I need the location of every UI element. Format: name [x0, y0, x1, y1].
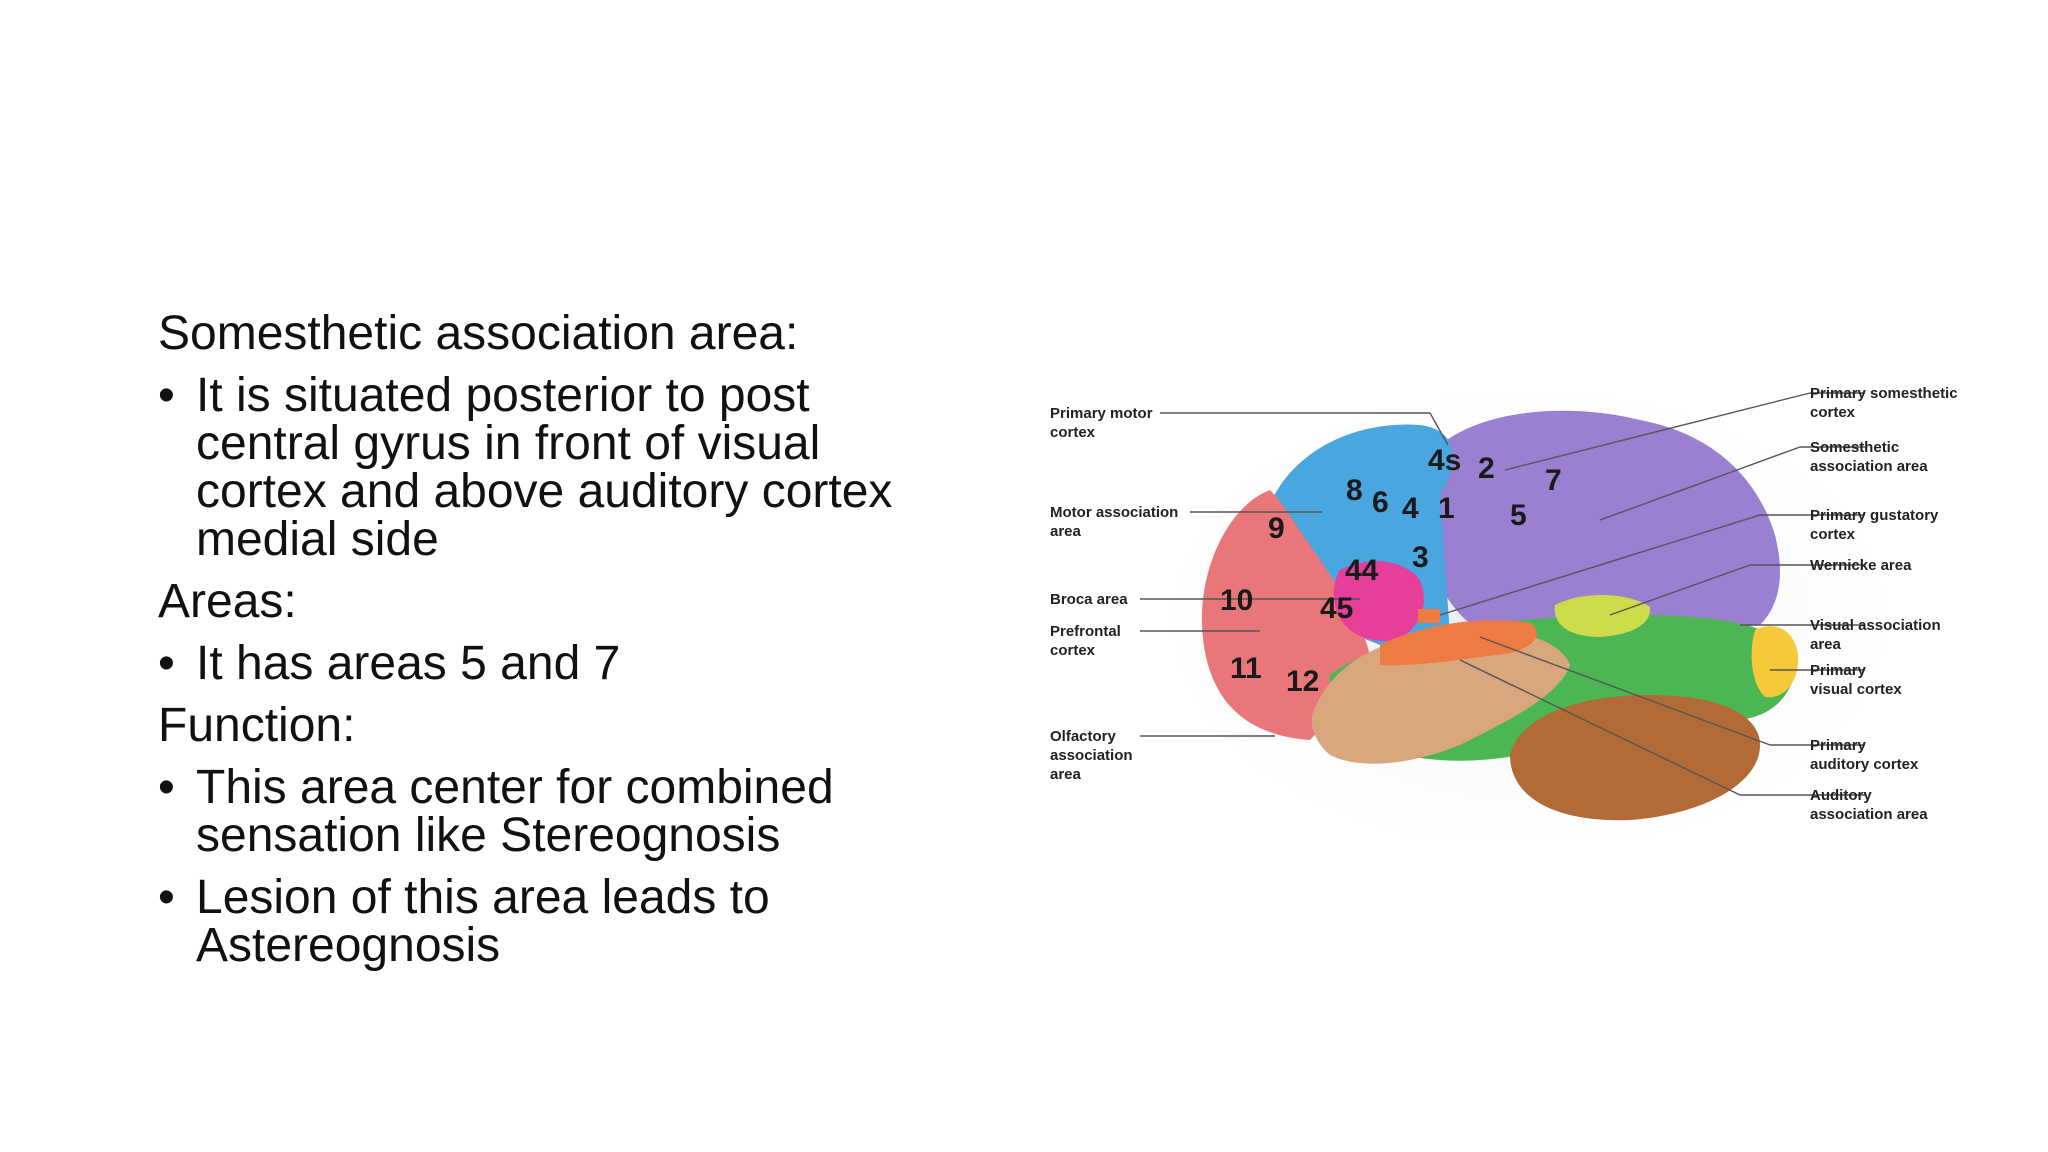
region-visual [1751, 626, 1799, 698]
bullet-dot: • [158, 761, 175, 814]
leader-primary-auditory [1479, 636, 1771, 746]
bullet-dot: • [158, 637, 175, 690]
label-visual-assoc: Visual association area [1810, 617, 1945, 653]
region-temporal [1311, 629, 1570, 764]
region-gustatory [1418, 609, 1440, 623]
area-number-4s: 4s [1428, 444, 1461, 477]
bullet-text: This area center for combined sensation … [196, 761, 834, 862]
bullet-list-areas: • It has areas 5 and 7 [158, 640, 918, 688]
label-somesthetic-assoc: Somesthetic association area [1810, 439, 1928, 475]
label-prefrontal: Prefrontal cortex [1050, 623, 1125, 659]
region-cerebellum [1510, 695, 1760, 821]
area-number-6: 6 [1372, 486, 1389, 519]
leader-auditory-assoc [1459, 659, 1741, 796]
area-number-5: 5 [1510, 499, 1527, 532]
area-number-45: 45 [1320, 592, 1353, 625]
region-parietal [1440, 410, 1780, 651]
area-number-2: 2 [1478, 452, 1495, 485]
label-wernicke: Wernicke area [1810, 557, 1912, 574]
area-number-9: 9 [1268, 512, 1285, 545]
leader-primary-somesthetic [1504, 392, 1811, 471]
brain-diagram-svg: Primary motor cortex Motor association a… [1050, 385, 1962, 840]
bullet-text: Lesion of this area leads to Astereognos… [196, 871, 770, 972]
bullet-location: • It is situated posterior to post centr… [158, 372, 918, 564]
region-prefrontal [1201, 490, 1370, 740]
bullet-function-1: • This area center for combined sensatio… [158, 764, 918, 860]
heading-areas: Areas: [158, 575, 297, 628]
bullet-function-2: • Lesion of this area leads to Astereogn… [158, 874, 918, 970]
label-primary-gustatory: Primary gustatory cortex [1810, 507, 1943, 543]
area-number-12: 12 [1286, 665, 1319, 698]
bullet-dot: • [158, 871, 175, 924]
label-auditory-assoc: Auditory association area [1810, 787, 1928, 823]
area-number-7: 7 [1545, 464, 1562, 497]
bullet-text: It is situated posterior to post central… [196, 369, 893, 566]
slide-text: Somesthetic association area: • It is si… [158, 300, 918, 984]
label-motor-assoc: Motor association area [1050, 504, 1183, 540]
label-primary-visual: Primary visual cortex [1810, 662, 1902, 698]
region-auditory [1380, 620, 1538, 666]
bullet-list-function: • This area center for combined sensatio… [158, 764, 918, 970]
area-number-11: 11 [1230, 652, 1262, 685]
region-wernicke [1554, 595, 1651, 637]
bullet-areas: • It has areas 5 and 7 [158, 640, 918, 688]
heading-function: Function: [158, 699, 356, 752]
brain-diagram: Primary motor cortex Motor association a… [1040, 375, 1980, 840]
leader-somesthetic-assoc [1599, 446, 1801, 521]
leader-gustatory [1439, 514, 1761, 616]
area-number-1: 1 [1438, 492, 1455, 525]
bullet-dot: • [158, 369, 175, 422]
area-number-4: 4 [1402, 492, 1419, 525]
area-number-10: 10 [1220, 584, 1253, 617]
bullet-list-location: • It is situated posterior to post centr… [158, 372, 918, 564]
area-number-3: 3 [1412, 541, 1429, 574]
label-primary-motor: Primary motor cortex [1050, 405, 1157, 441]
label-broca: Broca area [1050, 591, 1128, 608]
label-olfactory: Olfactory association area [1050, 728, 1137, 783]
leader-primary-motor-b [1429, 412, 1449, 446]
area-number-8: 8 [1346, 474, 1363, 507]
heading-somesthetic: Somesthetic association area: [158, 307, 799, 360]
label-primary-auditory: Primary auditory cortex [1810, 737, 1919, 773]
region-broca [1333, 561, 1424, 641]
leader-wernicke [1609, 564, 1751, 616]
area-number-44: 44 [1345, 554, 1379, 587]
label-primary-somesthetic: Primary somesthetic cortex [1810, 385, 1962, 421]
bullet-text: It has areas 5 and 7 [196, 637, 621, 690]
